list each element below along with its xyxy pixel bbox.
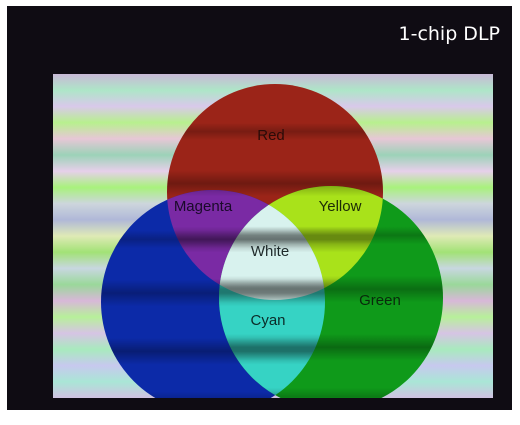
photo-frame: 1-chip DLP xyxy=(7,6,512,410)
label-yellow: Yellow xyxy=(319,198,362,215)
label-white: White xyxy=(251,243,289,260)
caption: 1-chip DLP xyxy=(398,23,501,45)
label-red: Red xyxy=(257,127,285,144)
label-green: Green xyxy=(359,292,401,309)
dlp-photo: Red Yellow Magenta White Cyan Green xyxy=(53,74,493,398)
label-cyan: Cyan xyxy=(250,312,285,329)
label-magenta: Magenta xyxy=(174,198,233,215)
